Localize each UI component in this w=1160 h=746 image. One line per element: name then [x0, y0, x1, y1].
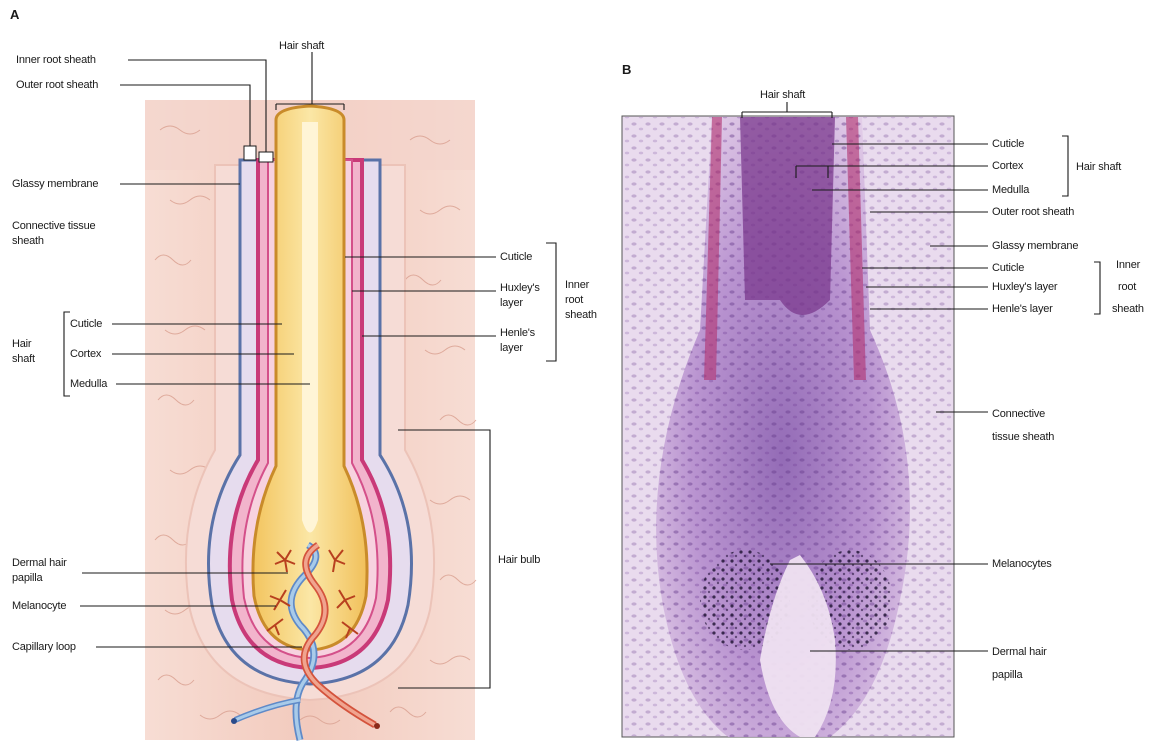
- label-a-dermal-papilla-2: papilla: [12, 572, 43, 584]
- label-a-hair-shaft-group-1: Hair: [12, 338, 32, 350]
- label-a-henle-1: Henle's: [500, 327, 536, 339]
- label-a-cuticle: Cuticle: [70, 318, 102, 330]
- label-b-irs-group-3: sheath: [1112, 303, 1144, 315]
- label-b-connective-2: tissue sheath: [992, 431, 1054, 443]
- label-b-huxley: Huxley's layer: [992, 281, 1058, 293]
- label-a-connective-1: Connective tissue: [12, 220, 96, 232]
- label-a-hair-shaft-top: Hair shaft: [279, 40, 324, 52]
- micrograph-shaft-core: [740, 117, 835, 315]
- label-a-cortex: Cortex: [70, 348, 102, 360]
- label-b-melanocytes: Melanocytes: [992, 558, 1052, 570]
- irs-cap: [259, 152, 273, 162]
- label-a-hair-bulb: Hair bulb: [498, 554, 540, 566]
- label-b-cortex: Cortex: [992, 160, 1024, 172]
- label-b-medulla: Medulla: [992, 184, 1030, 196]
- label-b-connective-1: Connective: [992, 408, 1045, 420]
- label-a-melanocyte: Melanocyte: [12, 600, 66, 612]
- label-b-outer-root-sheath: Outer root sheath: [992, 206, 1074, 218]
- label-a-medulla: Medulla: [70, 378, 108, 390]
- label-a-irs-group-3: sheath: [565, 309, 597, 321]
- label-b-henle: Henle's layer: [992, 303, 1053, 315]
- label-b-cuticle: Cuticle: [992, 138, 1024, 150]
- label-a-capillary-loop: Capillary loop: [12, 641, 76, 653]
- label-b-irs-cuticle: Cuticle: [992, 262, 1024, 274]
- label-b-hair-shaft-top: Hair shaft: [760, 89, 805, 101]
- label-a-irs-cuticle: Cuticle: [500, 251, 532, 263]
- panel-b-letter: B: [622, 62, 631, 77]
- medulla-shape: [302, 122, 318, 533]
- bracket-b-hair-shaft: [1062, 136, 1068, 196]
- label-a-hair-shaft-group-2: shaft: [12, 353, 35, 365]
- label-b-dermal-papilla-1: Dermal hair: [992, 646, 1047, 658]
- label-a-henle-2: layer: [500, 342, 523, 354]
- label-b-irs-group-2: root: [1118, 281, 1136, 293]
- label-a-outer-root-sheath: Outer root sheath: [16, 79, 98, 91]
- panel-b: B Hair shaft Cuticle Cortex Medulla Hair…: [622, 62, 1144, 737]
- label-a-huxley-2: layer: [500, 297, 523, 309]
- ors-cap: [244, 146, 256, 160]
- label-b-glassy-membrane: Glassy membrane: [992, 240, 1078, 252]
- label-b-irs-group-1: Inner: [1116, 259, 1141, 271]
- bracket-a-inner-root-sheath: [546, 243, 556, 361]
- bracket-b-inner-root-sheath: [1094, 262, 1100, 314]
- panel-a: A: [10, 7, 597, 740]
- label-a-connective-2: sheath: [12, 235, 44, 247]
- label-a-inner-root-sheath: Inner root sheath: [16, 54, 96, 66]
- label-a-dermal-papilla-1: Dermal hair: [12, 557, 67, 569]
- panel-a-letter: A: [10, 7, 20, 22]
- label-a-irs-group-2: root: [565, 294, 583, 306]
- label-a-glassy-membrane: Glassy membrane: [12, 178, 98, 190]
- label-b-dermal-papilla-2: papilla: [992, 669, 1023, 681]
- label-a-irs-group-1: Inner: [565, 279, 590, 291]
- label-a-huxley-1: Huxley's: [500, 282, 540, 294]
- label-b-hair-shaft-group: Hair shaft: [1076, 161, 1121, 173]
